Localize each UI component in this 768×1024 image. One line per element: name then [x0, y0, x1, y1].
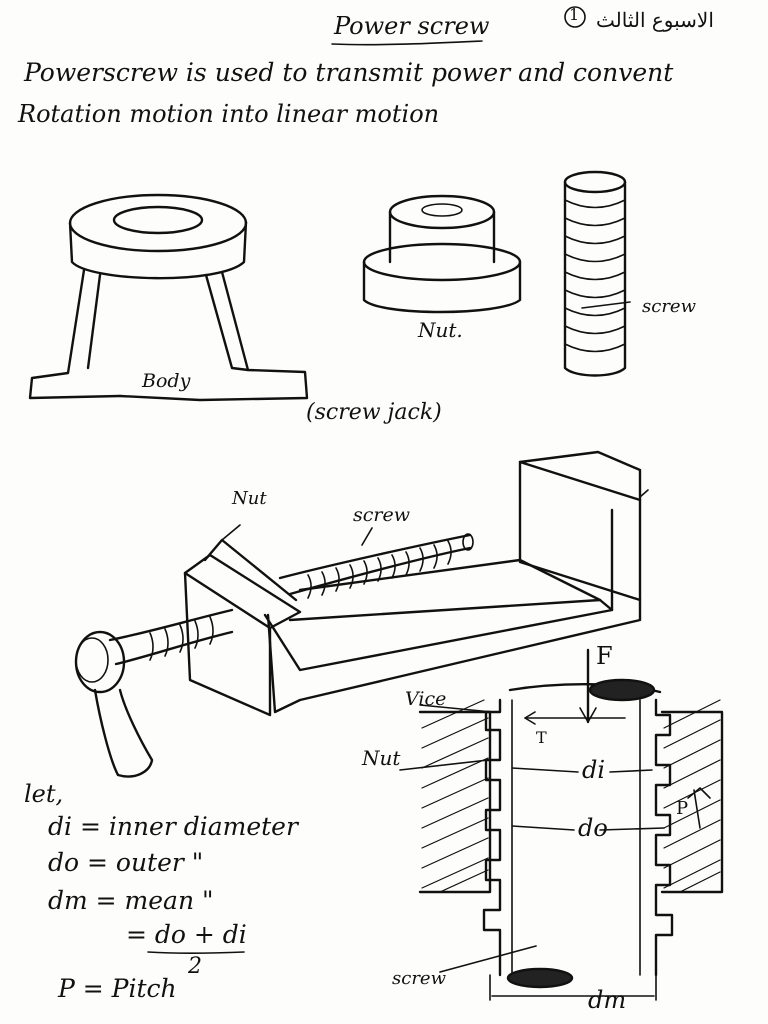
jack-body-sketch — [28, 193, 309, 402]
force-label: F — [596, 642, 613, 670]
section-screw-label: screw — [392, 968, 446, 989]
section-nut-label: Nut — [362, 746, 401, 770]
di-label: di — [582, 756, 606, 784]
mean-formula-numerator: = do + di — [126, 920, 247, 949]
intro-line-1: Powerscrew is used to transmit power and… — [24, 58, 674, 87]
screw-section-sketch — [399, 648, 724, 1001]
vice-sketch — [74, 450, 649, 778]
intro-line-2: Rotation motion into linear motion — [18, 100, 440, 128]
vice-label: Vice — [405, 688, 447, 710]
page-title: Power screw — [334, 12, 490, 40]
mean-formula-denominator: 2 — [188, 954, 202, 979]
dm-definition: dm = mean " — [48, 886, 214, 915]
pitch-definition: P = Pitch — [58, 974, 177, 1003]
screw-jack-caption: (screw jack) — [306, 400, 442, 425]
do-label: do — [578, 814, 608, 842]
nut-sketch — [362, 194, 522, 314]
arabic-week-note: الاسبوع الثالث — [596, 8, 714, 32]
let-label: let, — [24, 780, 64, 808]
do-definition: do = outer " — [48, 848, 204, 877]
nut-label: Nut. — [418, 318, 463, 342]
vice-nut-label: Nut — [232, 488, 267, 509]
di-definition: di = inner diameter — [48, 812, 298, 841]
pitch-label: P — [676, 798, 689, 819]
screw-cylinder-sketch — [563, 170, 631, 377]
fraction-bar — [147, 951, 245, 954]
screw-label: screw — [642, 296, 696, 317]
body-label: Body — [142, 370, 191, 392]
vice-screw-label: screw — [353, 504, 410, 526]
page-number: 1 — [569, 5, 580, 24]
dm-label: dm — [588, 986, 627, 1014]
torque-label: T — [536, 728, 547, 747]
